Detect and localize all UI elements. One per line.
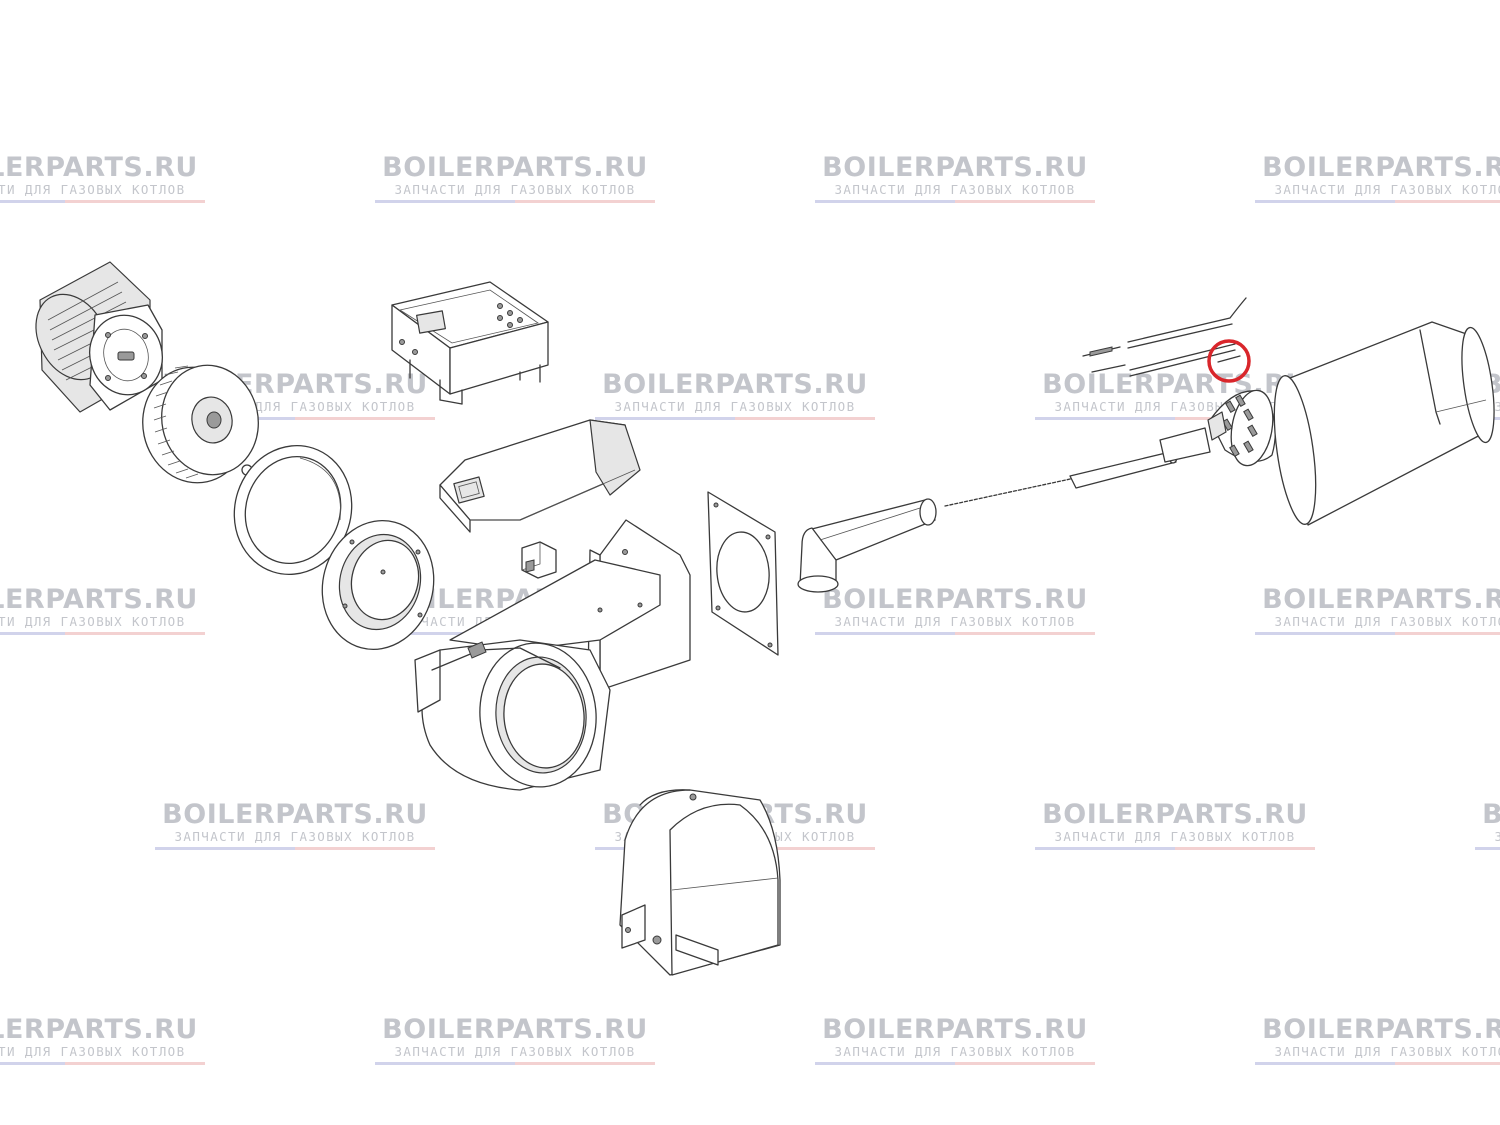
burner-fan-housing[interactable] (414, 519, 691, 792)
highlight-circle (1207, 339, 1251, 383)
ionisation-electrode[interactable] (1082, 297, 1247, 357)
blast-tube[interactable] (1267, 321, 1500, 527)
air-intake-gasket-ring[interactable] (218, 430, 368, 589)
boiler-mounting-flange[interactable] (707, 491, 779, 656)
ignition-electrode[interactable] (1091, 343, 1241, 377)
small-connector-block[interactable] (521, 541, 557, 579)
gas-elbow-pipe[interactable] (797, 498, 937, 593)
fan-impeller[interactable] (132, 356, 268, 492)
air-intake-hood[interactable] (619, 789, 781, 976)
fan-motor[interactable] (22, 261, 171, 413)
flange-plate[interactable] (308, 508, 448, 662)
control-unit-cover[interactable] (439, 419, 641, 533)
gas-lance-rod[interactable] (944, 427, 1211, 507)
electrical-junction-box[interactable] (391, 281, 549, 405)
flame-head-swirler[interactable] (1207, 387, 1278, 469)
